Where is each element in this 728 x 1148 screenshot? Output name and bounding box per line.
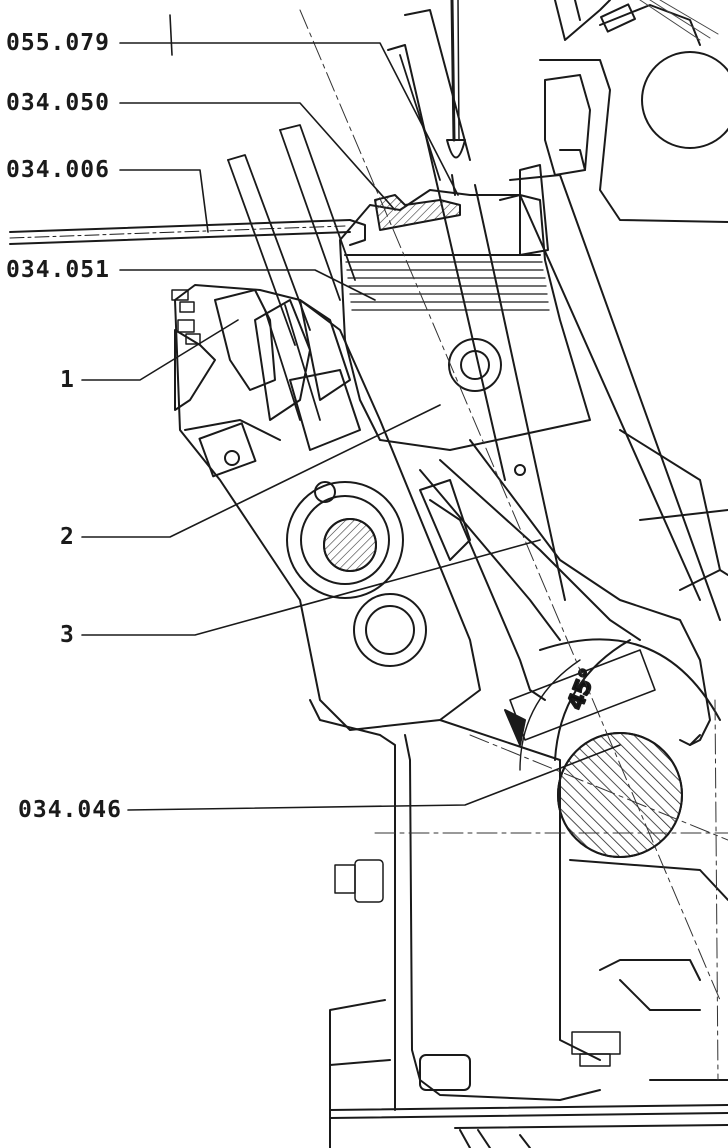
tie-rods xyxy=(227,54,441,421)
cylinder-liner xyxy=(387,9,721,621)
callout-034-046: 034.046 xyxy=(18,797,122,823)
callout-055-079: 055.079 xyxy=(6,30,110,56)
centerlines xyxy=(299,9,728,1081)
piston xyxy=(339,189,591,476)
crankpin xyxy=(519,638,721,858)
callout-2: 2 xyxy=(60,524,75,550)
leader-lines xyxy=(81,14,621,811)
callout-1: 1 xyxy=(60,367,75,393)
callout-034-006: 034.006 xyxy=(6,157,110,183)
callout-034-051: 034.051 xyxy=(6,257,110,283)
crankcase-frame xyxy=(309,429,728,1148)
left-housing xyxy=(174,284,481,731)
tool-bar xyxy=(9,219,366,246)
angle-label: 45° xyxy=(563,665,602,713)
lifting-rope xyxy=(446,0,466,196)
top-right-mechanism xyxy=(519,0,728,256)
fittings xyxy=(334,859,621,1067)
callout-034-050: 034.050 xyxy=(6,90,110,116)
angle-marker: 45° xyxy=(504,649,656,746)
callout-3: 3 xyxy=(60,622,75,648)
bolts-left xyxy=(171,289,201,345)
connecting-rod xyxy=(419,439,711,746)
